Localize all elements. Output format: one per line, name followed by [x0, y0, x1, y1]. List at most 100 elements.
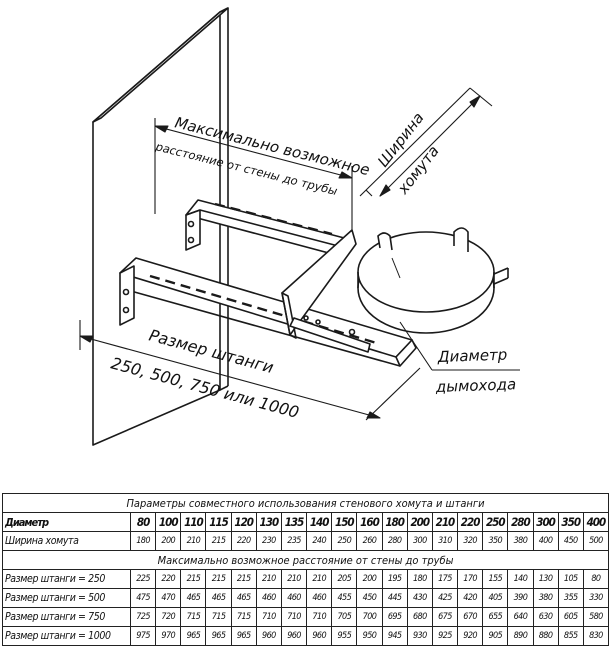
diameter-cell: 160 — [356, 512, 383, 532]
distance-cell: 710 — [280, 607, 308, 627]
distance-cell: 210 — [280, 569, 308, 589]
distance-cell: 945 — [381, 626, 408, 646]
distance-cell: 605 — [557, 607, 584, 627]
distance-cell: 710 — [306, 607, 333, 627]
diameter-cell: 150 — [331, 512, 358, 532]
distance-cell: 955 — [331, 626, 358, 646]
distance-cell: 465 — [180, 588, 207, 608]
distance-cell: 450 — [356, 588, 383, 608]
distance-cell: 210 — [306, 569, 333, 589]
chimney-diameter-label-1: Диаметр — [437, 346, 508, 366]
chimney-clamp-ring — [357, 227, 509, 334]
clamp-width-cell: 260 — [356, 531, 383, 551]
distance-cell: 925 — [431, 626, 459, 646]
distance-cell: 130 — [532, 569, 559, 589]
clamp-width-cell: 220 — [230, 531, 257, 551]
distance-cell: 655 — [482, 607, 509, 627]
lower-rod — [119, 257, 417, 367]
diameter-cell: 280 — [507, 512, 534, 532]
diameter-cell: 300 — [532, 512, 559, 532]
distance-cell: 225 — [129, 569, 157, 589]
diameter-cell: 220 — [457, 512, 484, 532]
distance-cell: 830 — [582, 626, 610, 646]
distance-cell: 140 — [507, 569, 534, 589]
diameter-cell: 80 — [129, 512, 157, 532]
distance-cell: 445 — [381, 588, 408, 608]
distance-cell: 330 — [582, 588, 610, 608]
distance-cell: 640 — [507, 607, 534, 627]
distance-cell: 460 — [280, 588, 308, 608]
distance-cell: 220 — [155, 569, 182, 589]
clamp-width-cell: 230 — [255, 531, 282, 551]
distance-cell: 715 — [205, 607, 232, 627]
diameter-cell: 210 — [431, 512, 459, 532]
clamp-width-cell: 240 — [306, 531, 333, 551]
distance-cell: 215 — [230, 569, 257, 589]
distance-cell: 465 — [230, 588, 257, 608]
distance-cell: 380 — [532, 588, 559, 608]
distance-cell: 455 — [331, 588, 358, 608]
rod-size-label: Размер штанги = 1000 — [2, 626, 131, 646]
distance-cell: 390 — [507, 588, 534, 608]
distance-cell: 890 — [507, 626, 534, 646]
distance-cell: 960 — [255, 626, 282, 646]
dimension-rod-size — [79, 320, 421, 421]
distance-cell: 465 — [205, 588, 232, 608]
distance-cell: 965 — [180, 626, 207, 646]
clamp-width-cell: 400 — [532, 531, 559, 551]
clamp-plate — [281, 229, 371, 353]
distance-cell: 420 — [457, 588, 484, 608]
section-title-row: Максимально возможное расстояние от стен… — [2, 550, 609, 570]
table-caption-row: Параметры совместного использования стен… — [2, 493, 609, 513]
distance-cell: 630 — [532, 607, 559, 627]
diameter-cell: 135 — [280, 512, 308, 532]
distance-cell: 670 — [457, 607, 484, 627]
distance-cell: 210 — [255, 569, 282, 589]
distance-cell: 715 — [180, 607, 207, 627]
distance-cell: 355 — [557, 588, 584, 608]
distance-cell: 965 — [230, 626, 257, 646]
rod-size-label: Размер штанги = 750 — [2, 607, 131, 627]
distance-cell: 460 — [255, 588, 282, 608]
clamp-width-cell: 350 — [482, 531, 509, 551]
distance-cell: 470 — [155, 588, 182, 608]
clamp-width-cell: 300 — [406, 531, 433, 551]
clamp-width-cell: 450 — [557, 531, 584, 551]
bracket-assembly-drawing: Максимально возможное расстояние от стен… — [79, 7, 520, 446]
distance-cell: 725 — [129, 607, 157, 627]
distance-cell: 180 — [406, 569, 433, 589]
diameter-cell: 100 — [155, 512, 182, 532]
diameter-cell: 250 — [482, 512, 509, 532]
dimension-max-distance — [154, 118, 353, 232]
clamp-width-cell: 215 — [205, 531, 232, 551]
chimney-diameter-label-2: дымохода — [435, 375, 517, 396]
distance-cell: 970 — [155, 626, 182, 646]
diameter-cell: 200 — [406, 512, 433, 532]
distance-cell: 680 — [406, 607, 433, 627]
distance-cell: 695 — [381, 607, 408, 627]
clamp-width-cell: 380 — [507, 531, 534, 551]
diameter-cell: 110 — [180, 512, 207, 532]
distance-cell: 700 — [356, 607, 383, 627]
distance-cell: 720 — [155, 607, 182, 627]
distance-cell: 975 — [129, 626, 157, 646]
distance-cell: 215 — [180, 569, 207, 589]
distance-cell: 170 — [457, 569, 484, 589]
clamp-width-cell: 310 — [431, 531, 459, 551]
clamp-width-cell: 500 — [582, 531, 610, 551]
diameter-cell: 350 — [557, 512, 584, 532]
rod-size-label: Размер штанги = 250 — [2, 569, 131, 589]
upper-rod — [185, 199, 353, 257]
distance-cell: 715 — [230, 607, 257, 627]
distance-cell: 430 — [406, 588, 433, 608]
distance-cell: 405 — [482, 588, 509, 608]
table-caption: Параметры совместного использования стен… — [2, 493, 609, 513]
distance-cell: 965 — [205, 626, 232, 646]
diameter-cell: 140 — [306, 512, 333, 532]
distance-cell: 215 — [205, 569, 232, 589]
